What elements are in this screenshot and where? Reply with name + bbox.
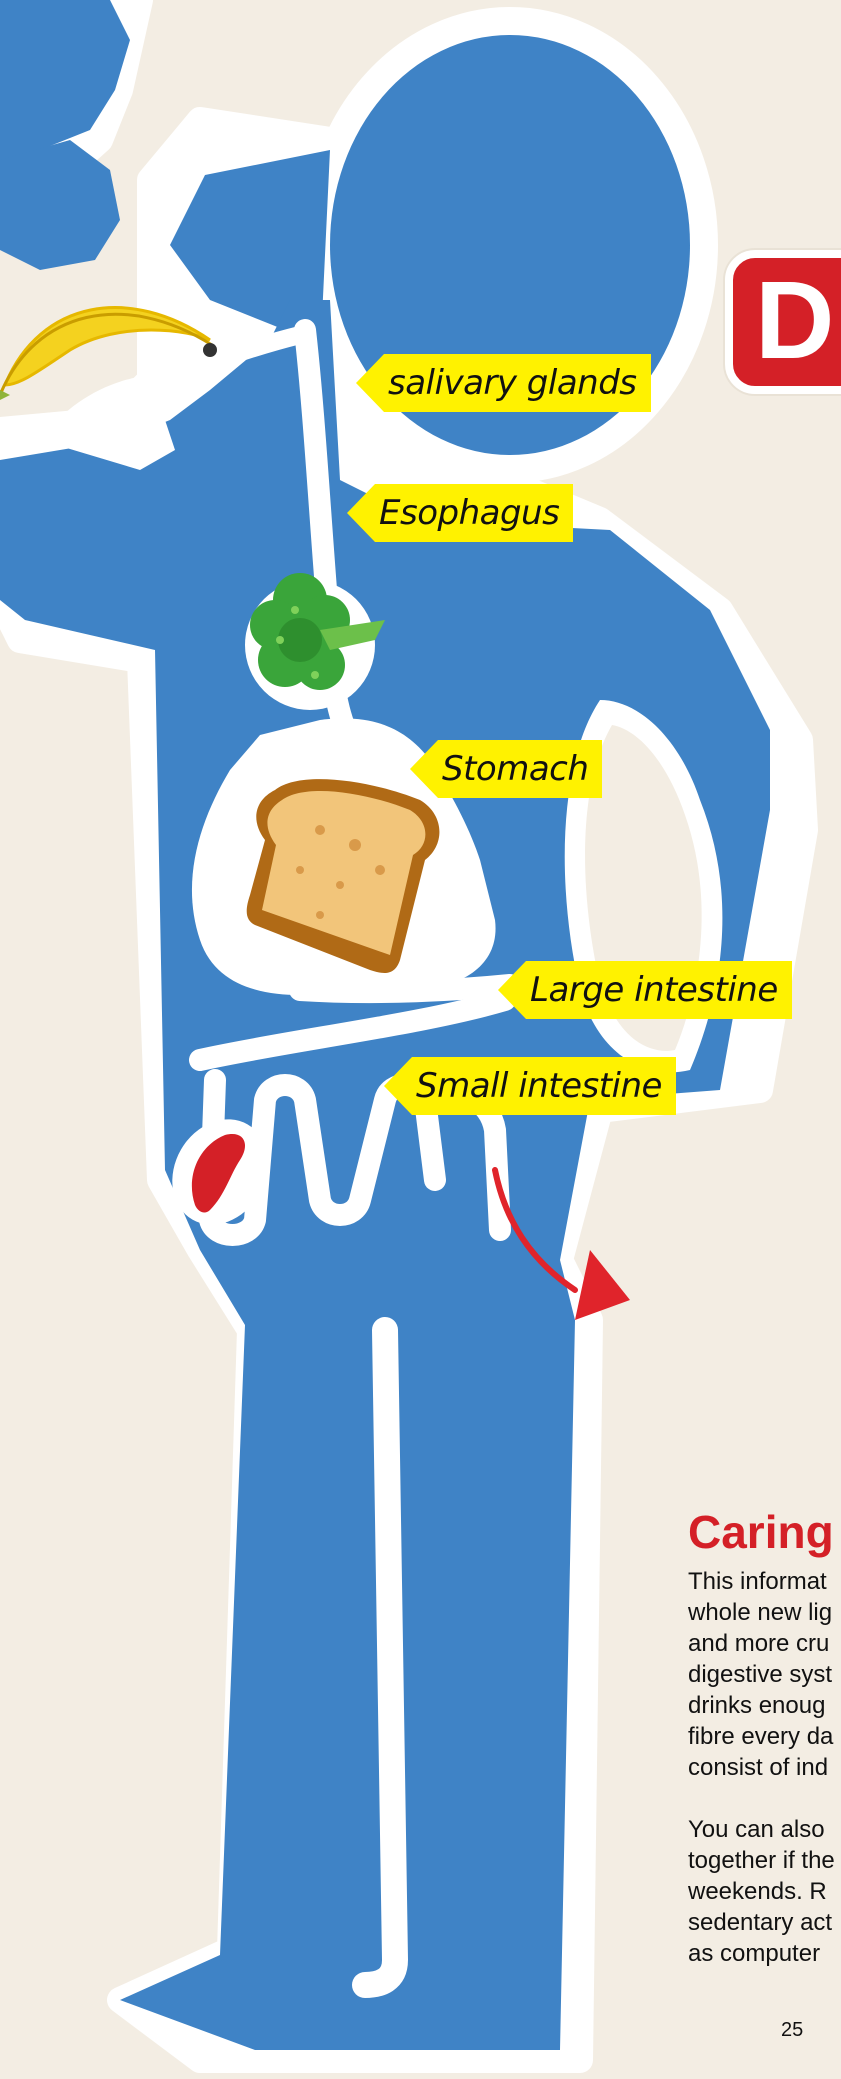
label-text: salivary glands [384, 354, 651, 412]
label-text: Large intestine [526, 961, 792, 1019]
label-text: Esophagus [375, 484, 573, 542]
caring-body: This informat whole new lig and more cru… [688, 1566, 841, 2000]
text-line: sedentary act [688, 1907, 841, 1938]
arrow-left-icon [498, 961, 526, 1019]
label-esophagus: Esophagus [347, 484, 573, 542]
arrow-left-icon [356, 354, 384, 412]
text-line: and more cru [688, 1628, 841, 1659]
arrow-left-icon [384, 1057, 412, 1115]
label-small-intestine: Small intestine [384, 1057, 676, 1115]
label-stomach: Stomach [410, 740, 602, 798]
text-line: consist of ind [688, 1752, 841, 1783]
caring-paragraph-2: You can also together if the weekends. R… [688, 1814, 841, 1969]
text-line: whole new lig [688, 1597, 841, 1628]
text-line: You can also [688, 1814, 841, 1845]
text-line: together if the [688, 1845, 841, 1876]
text-line: digestive syst [688, 1659, 841, 1690]
text-line: weekends. R [688, 1876, 841, 1907]
text-line: drinks enoug [688, 1690, 841, 1721]
text-line: fibre every da [688, 1721, 841, 1752]
arrow-left-icon [347, 484, 375, 542]
page-number: 25 [781, 2019, 803, 2042]
caring-heading: Caring [688, 1505, 834, 1559]
caring-paragraph-1: This informat whole new lig and more cru… [688, 1566, 841, 1783]
label-large-intestine: Large intestine [498, 961, 792, 1019]
label-text: Small intestine [412, 1057, 676, 1115]
text-line: This informat [688, 1566, 841, 1597]
label-text: Stomach [438, 740, 602, 798]
label-salivary-glands: salivary glands [356, 354, 651, 412]
text-line: as computer [688, 1938, 841, 1969]
arrow-left-icon [410, 740, 438, 798]
page-title: Di [725, 250, 841, 394]
